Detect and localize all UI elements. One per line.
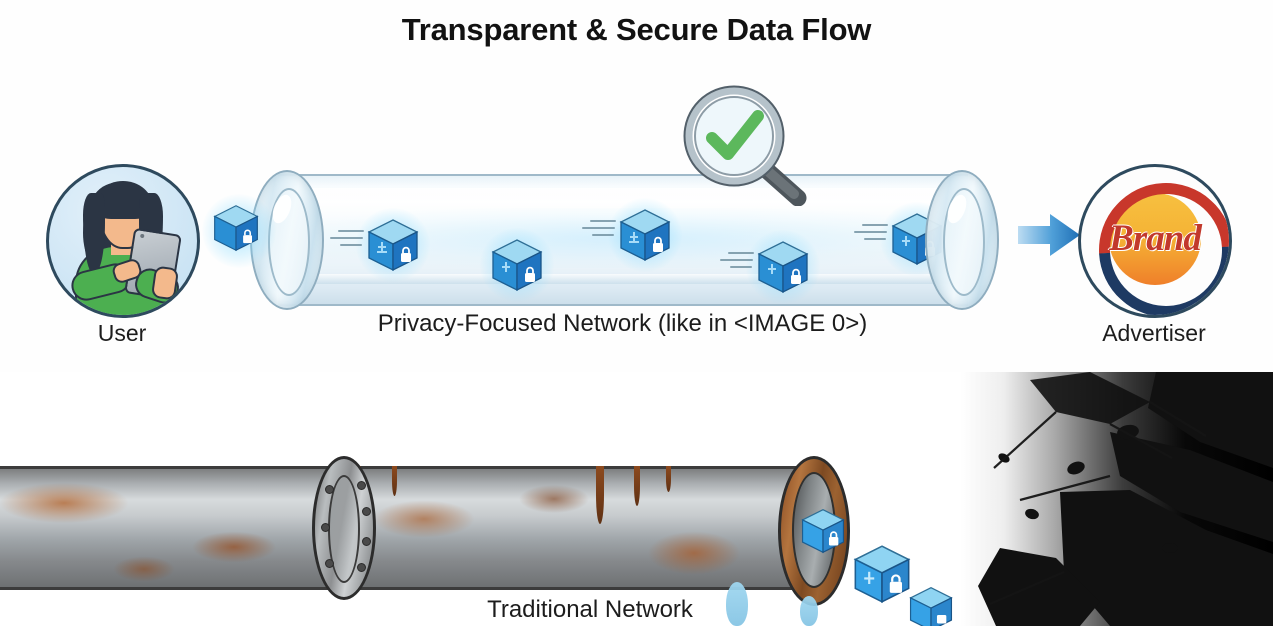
page-title: Transparent & Secure Data Flow [401, 12, 872, 47]
leaking-data-cube [908, 586, 954, 626]
rust-drip [666, 466, 671, 492]
tube-highlight-bottom [286, 274, 962, 284]
user-node: User [46, 164, 200, 354]
shattered-glass-icon [978, 372, 1273, 626]
tube-rim-right [925, 170, 999, 310]
leaking-data-cube [800, 508, 846, 559]
pipe-flange [312, 456, 376, 600]
flange-bolt [357, 563, 366, 572]
user-label: User [97, 320, 147, 346]
flow-arrow-right-icon [1018, 212, 1080, 258]
flange-bolt [362, 537, 371, 546]
motion-lines-icon [582, 220, 616, 246]
data-cube [720, 230, 820, 304]
avatar-hair-left [83, 193, 105, 273]
flange-bolt [325, 559, 334, 568]
leaking-data-cube [852, 544, 912, 609]
motion-lines-icon [854, 224, 888, 250]
brand-disc [1109, 193, 1201, 285]
advertiser-avatar-icon: Brand [1078, 164, 1232, 318]
flange-bolt [357, 481, 366, 490]
leak-drip [726, 582, 748, 626]
flange-bolt [321, 523, 330, 532]
magnifier-check-icon [676, 82, 816, 207]
leak-drip [800, 596, 818, 626]
motion-lines-icon [330, 230, 364, 256]
data-cube [582, 198, 682, 272]
flange-bolt [362, 507, 371, 516]
advertiser-label: Advertiser [1102, 320, 1206, 346]
advertiser-node: Brand Advertiser [1078, 164, 1232, 354]
brand-wordmark: Brand [1109, 218, 1202, 259]
motion-lines-icon [720, 252, 754, 278]
pipe-body [0, 466, 804, 590]
rust-drip [392, 466, 397, 496]
user-avatar-icon [46, 164, 200, 318]
flange-bolt [325, 485, 334, 494]
privacy-network-tube [250, 170, 999, 310]
tube-highlight-top [286, 188, 962, 202]
data-cube [480, 228, 554, 302]
traditional-network-pipe [0, 456, 834, 600]
rust-drip [596, 466, 604, 524]
secure-flow-panel: Transparent & Secure Data Flow User [0, 0, 1273, 372]
data-cube [330, 208, 430, 282]
third-party-trackers-zone [960, 372, 1273, 626]
rust-drip [634, 466, 640, 506]
privacy-network-label: Privacy-Focused Network (like in <IMAGE … [377, 310, 868, 337]
traditional-network-label: Traditional Network [487, 596, 693, 623]
data-cube-entering [202, 194, 276, 268]
